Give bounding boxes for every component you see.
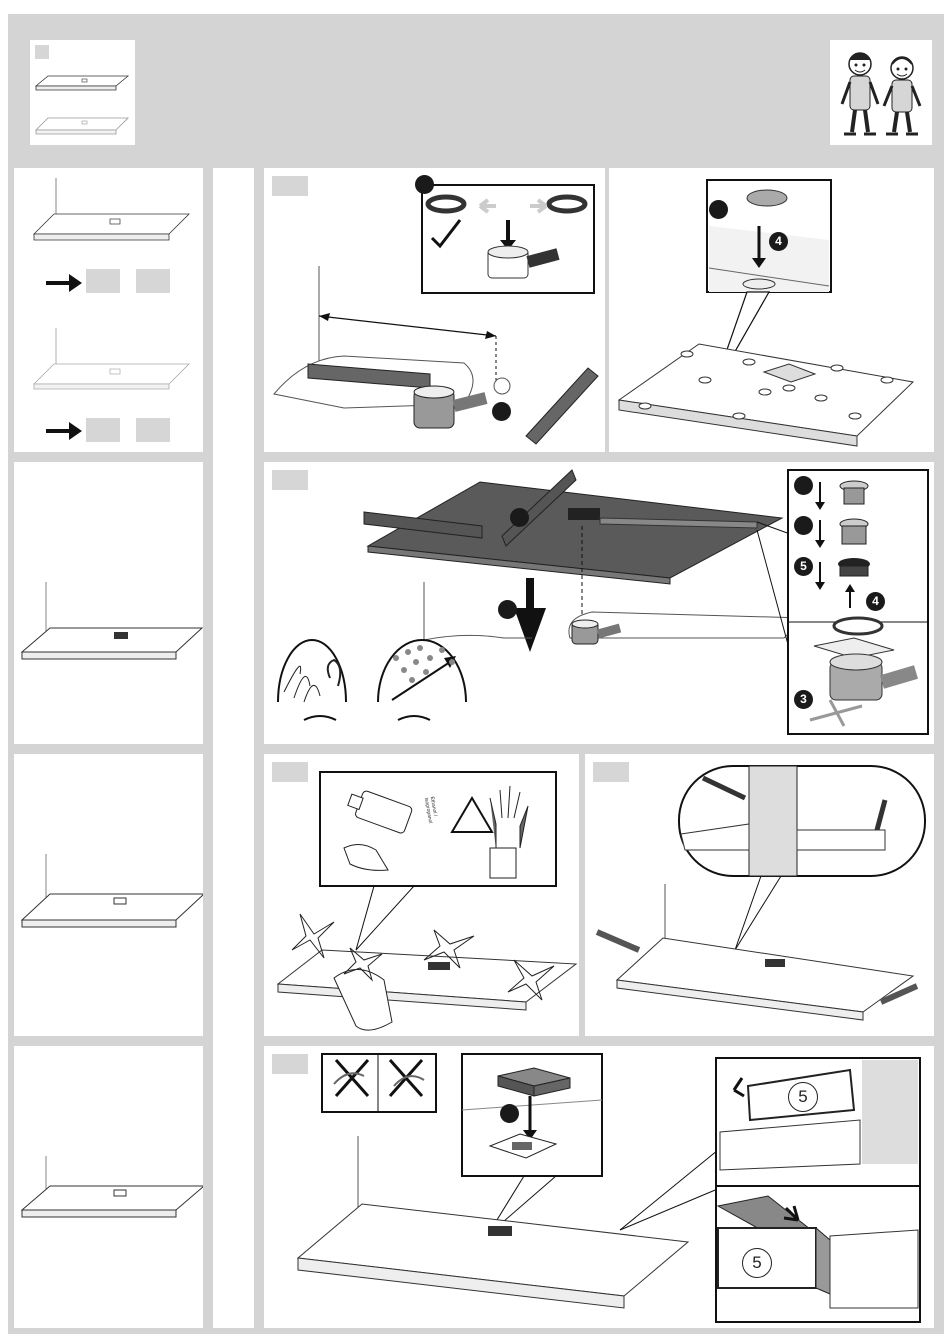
part-number-marker: 5 [788,1082,818,1112]
step-number-badge [510,508,529,527]
blank-column [213,168,254,1328]
two-installers-icon [830,40,932,145]
step-number-badge: 5 [794,557,813,576]
step-number-badge [709,200,728,219]
tray-diagram [14,754,203,1036]
step-number-badge: 4 [769,232,788,251]
step-number-badge [492,402,511,421]
part-number-marker: 5 [742,1248,772,1278]
step-place-tray: 5 4 3 [264,462,934,744]
step-number-badge [498,600,517,619]
tray-stack-illustration [30,40,135,145]
step-final-assembly: 5 5 [264,1046,934,1328]
final-assembly-illustration [264,1046,934,1328]
arrow-right-icon [46,274,82,292]
step-number-badge: 3 [794,690,813,709]
bracket-installation-illustration [585,754,934,1036]
step-clean-surface: Ethanol / Isopropanol [264,754,579,1036]
tray-with-drain-diagram [14,462,203,744]
step-number-badge [415,175,434,194]
header-tray-thumbnail [30,40,135,145]
adhesive-pad-illustration [609,168,934,452]
step-number-badge [794,516,813,535]
drain-leveling-illustration [264,168,605,452]
tray-placement-illustration [264,462,934,744]
arrow-right-icon [46,422,82,440]
left-cell-row3 [14,754,203,1036]
left-cell-row1 [14,168,203,452]
cleaning-illustration [264,754,579,1036]
step-mount-brackets [585,754,934,1036]
header-installers-cell [830,40,932,145]
left-cell-row4 [14,1046,203,1328]
step-number-badge: 4 [866,592,885,611]
step-leveling-drain [264,168,605,452]
tray-diagram [14,1046,203,1328]
step-number-badge [500,1104,519,1123]
left-cell-row2 [14,462,203,744]
step-number-badge [794,476,813,495]
tray-option-diagram [14,168,203,452]
step-adhesive-pads: 4 [609,168,934,452]
